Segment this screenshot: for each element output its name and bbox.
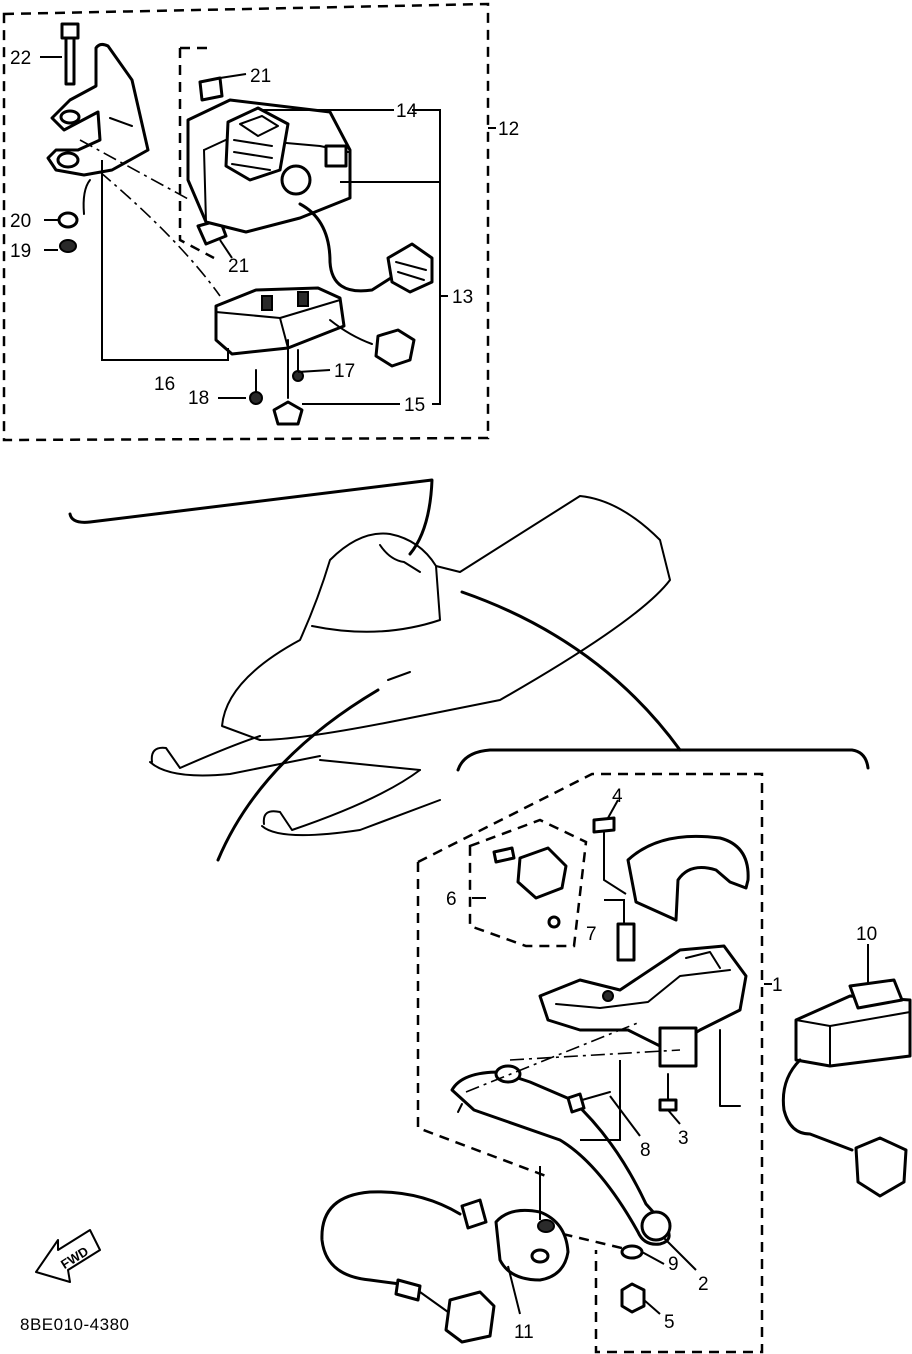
callout-8: 8 xyxy=(640,1140,651,1161)
callout-16: 16 xyxy=(154,374,175,395)
drawing-code: 8BE010-4380 xyxy=(20,1315,129,1334)
wire-harness-top xyxy=(298,202,434,294)
callout-11: 11 xyxy=(514,1322,534,1343)
nut-5 xyxy=(620,1282,646,1314)
callout-12: 12 xyxy=(498,119,519,140)
throttle-housing-1 xyxy=(538,944,748,1068)
callout-20: 20 xyxy=(10,211,31,232)
sensor-11 xyxy=(320,1190,570,1344)
mounting-bracket xyxy=(46,42,150,215)
callout-1: 1 xyxy=(772,975,783,996)
washer-9 xyxy=(620,1244,644,1260)
nut-20 xyxy=(57,211,79,229)
screw-4 xyxy=(592,816,616,861)
callout-7: 7 xyxy=(586,924,597,945)
callout-13: 13 xyxy=(452,287,473,308)
callout-21-top: 21 xyxy=(250,66,271,87)
regulator-16 xyxy=(214,286,416,368)
callout-14: 14 xyxy=(396,101,418,122)
callout-17: 17 xyxy=(334,361,355,382)
lever-2 xyxy=(450,1064,672,1246)
callout-21-bottom: 21 xyxy=(228,256,249,277)
switch-6 xyxy=(492,846,568,929)
callout-19: 19 xyxy=(10,241,31,262)
washer-19 xyxy=(59,239,77,253)
callout-3: 3 xyxy=(678,1128,689,1149)
housing-cover xyxy=(626,834,750,922)
bottom-inset-frame xyxy=(416,772,764,1354)
callout-9: 9 xyxy=(668,1254,679,1275)
top-inset-frame xyxy=(2,2,490,442)
bolt-15 xyxy=(272,339,304,426)
screw-17 xyxy=(292,349,304,382)
screw-3 xyxy=(658,1073,678,1112)
bolt-22 xyxy=(60,22,80,86)
control-box-10 xyxy=(719,978,912,1198)
callout-18: 18 xyxy=(188,388,209,409)
callout-6: 6 xyxy=(446,889,457,910)
bottom-leaders xyxy=(465,799,869,1315)
connector-14 xyxy=(224,106,290,182)
bolt-8 xyxy=(566,1091,611,1114)
callout-2: 2 xyxy=(698,1274,709,1295)
callout-15: 15 xyxy=(404,395,425,416)
snowmobile-illustration xyxy=(68,478,870,862)
screw-18 xyxy=(249,369,263,405)
callout-22: 22 xyxy=(10,48,31,69)
pin-7 xyxy=(616,922,636,962)
callout-4: 4 xyxy=(612,786,623,807)
callout-10: 10 xyxy=(856,924,877,945)
fwd-arrow-icon: FWD xyxy=(35,1229,101,1283)
top-leaders xyxy=(40,56,496,405)
callout-5: 5 xyxy=(664,1312,675,1333)
